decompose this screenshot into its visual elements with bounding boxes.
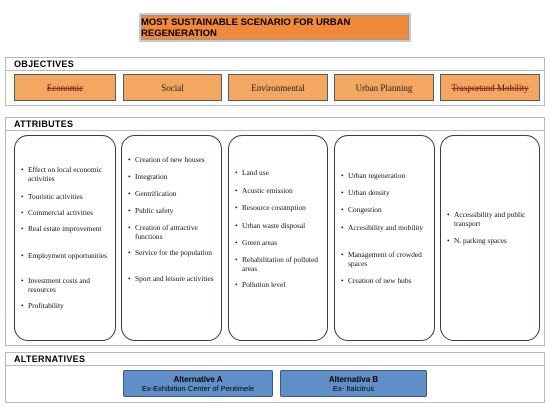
attributes-header: ATTRIBUTES	[6, 118, 544, 131]
attribute-item: Effect on local economic activities	[21, 165, 111, 183]
alternative-b-subtitle: Ex- Italcitrus	[332, 383, 375, 393]
attribute-item: Accesibility and mobility	[341, 223, 430, 233]
attribute-item: Rehabilitation of polluted areas	[235, 255, 323, 273]
attribute-box-urban-planning: Urban regeneration Urban density Congest…	[334, 135, 435, 341]
attribute-item: N. parking spaces	[447, 236, 535, 246]
objective-urban-planning: Urban Planning	[334, 74, 434, 101]
attribute-item: Urban waste disposal	[235, 221, 323, 231]
attribute-item: Profitability	[21, 301, 111, 311]
attribute-item: Congestion	[341, 205, 430, 215]
alternative-a-subtitle: Ex-Exhibition Center of Pentimele	[141, 383, 255, 393]
attribute-item: Land use	[235, 168, 323, 178]
attribute-item: Real estate improvement	[21, 224, 111, 234]
attribute-item: Investment costs and resources	[21, 276, 111, 294]
attribute-item: Accessibility and public transport	[447, 210, 535, 228]
alternative-a-box: Alternative A Ex-Exhibition Center of Pe…	[123, 370, 273, 397]
attribute-item: Touristic activities	[21, 192, 111, 202]
attribute-item: Creation of new houses	[128, 155, 217, 165]
attribute-item: Green areas	[235, 238, 323, 248]
alternative-b-title: Alternativa B	[328, 374, 379, 384]
objective-economic: Economic	[14, 74, 116, 101]
attribute-item: Service for the population	[128, 248, 217, 258]
attribute-box-economic: Effect on local economic activities Tour…	[14, 135, 116, 341]
attribute-item: Pollution level	[235, 280, 323, 290]
attribute-item: Urban regeneration	[341, 171, 430, 181]
attribute-item: Management of crowded spaces	[341, 250, 430, 268]
attribute-item: Acustic emission	[235, 186, 323, 196]
alternative-b-box: Alternativa B Ex- Italcitrus	[280, 370, 427, 397]
objective-transport-mobility: Trasportand Mobility	[440, 74, 540, 101]
alternatives-section: ALTERNATIVES Alternative A Ex-Exhibition…	[5, 352, 545, 403]
attribute-item: Commercial activities	[21, 208, 111, 218]
attribute-item: Creation of attractive functions	[128, 223, 217, 241]
alternative-a-title: Alternative A	[173, 374, 223, 384]
objective-environmental: Environmental	[228, 74, 328, 101]
attribute-box-transport-mobility: Accessibility and public transport N. pa…	[440, 135, 540, 341]
attribute-item: Urban density	[341, 188, 430, 198]
attributes-section: ATTRIBUTES Effect on local economic acti…	[5, 117, 545, 346]
diagram-title: MOST SUSTAINABLE SCENARIO FOR URBAN REGE…	[139, 13, 411, 42]
objectives-section: OBJECTIVES Economic Social Environmental…	[5, 57, 545, 106]
alternatives-header: ALTERNATIVES	[6, 353, 544, 366]
attribute-item: Public safety	[128, 206, 217, 216]
attribute-item: Sport and leisure activities	[128, 274, 217, 284]
attribute-box-social: Creation of new houses Integration Gentr…	[121, 135, 222, 341]
attribute-box-environmental: Land use Acustic emission Resource cosum…	[228, 135, 328, 341]
attribute-item: Gentrification	[128, 189, 217, 199]
diagram-title-text: MOST SUSTAINABLE SCENARIO FOR URBAN REGE…	[141, 16, 351, 39]
attribute-item: Employment opportunities	[21, 251, 111, 261]
attribute-item: Resource cosumption	[235, 203, 323, 213]
objective-social: Social	[123, 74, 222, 101]
attribute-item: Creation of new hubs	[341, 276, 430, 286]
objectives-header: OBJECTIVES	[6, 58, 544, 71]
attribute-item: Integration	[128, 172, 217, 182]
